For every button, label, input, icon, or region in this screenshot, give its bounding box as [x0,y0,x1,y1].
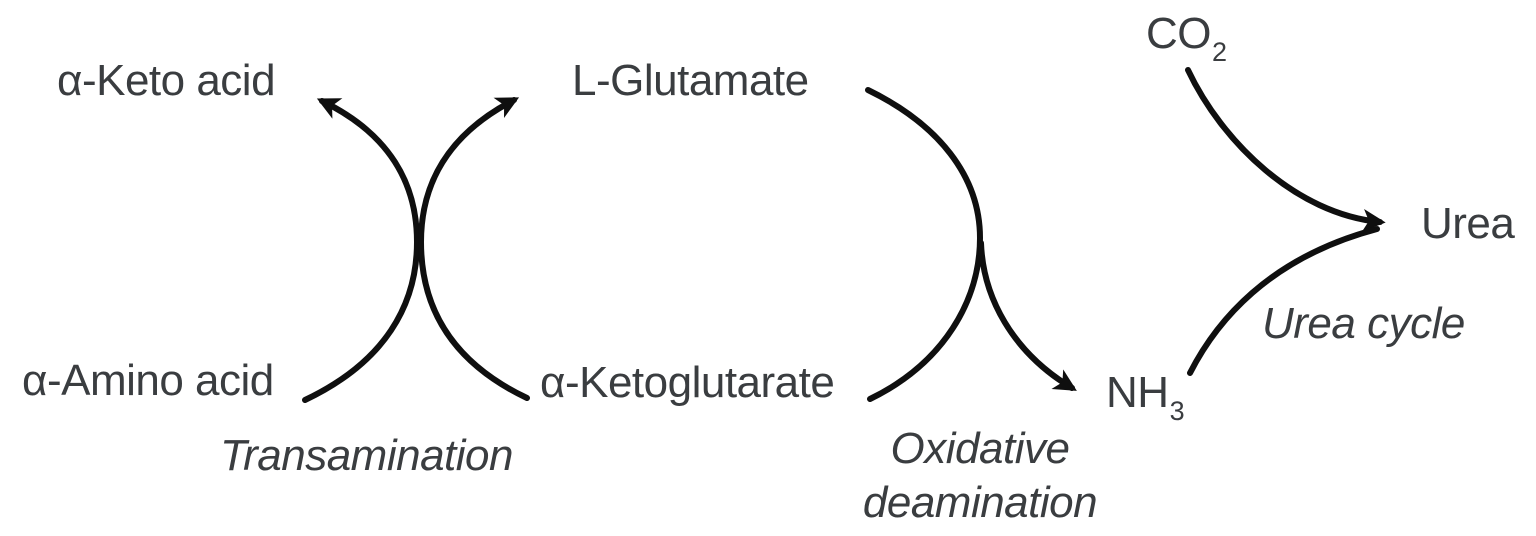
process-label-transamination: Transamination [220,431,514,480]
co2-formula: CO [1146,9,1212,58]
node-nh3: NH3 [1106,368,1185,425]
urea-cycle-arrow-nh3-to-urea [1187,226,1380,376]
process-label-oxidative-deamination: Oxidative deamination [830,422,1130,530]
node-co2: CO2 [1146,9,1227,66]
process-label-urea-cycle: Urea cycle [1262,299,1465,348]
deamination-arrow-to-nh3 [978,240,1077,391]
transamination-arrow-ketoglutarate-to-glutamate [417,97,530,401]
transamination-arrow-amino-to-keto [302,98,421,403]
urea-cycle-arrow-co2-to-urea [1185,67,1386,232]
node-alpha-amino-acid: α-Amino acid [22,356,274,405]
deamination-arc-glutamate-to-ketoglutarate [865,87,984,402]
node-l-glutamate: L-Glutamate [572,56,809,105]
nh3-formula: NH [1106,368,1169,417]
oxidative-deamination-line1: Oxidative [890,424,1070,473]
node-alpha-ketoglutarate: α-Ketoglutarate [540,358,835,407]
nh3-subscript: 3 [1169,396,1185,426]
oxidative-deamination-line2: deamination [862,478,1098,527]
co2-subscript: 2 [1212,37,1227,67]
node-alpha-keto-acid: α-Keto acid [57,56,276,105]
node-urea: Urea [1421,199,1515,248]
